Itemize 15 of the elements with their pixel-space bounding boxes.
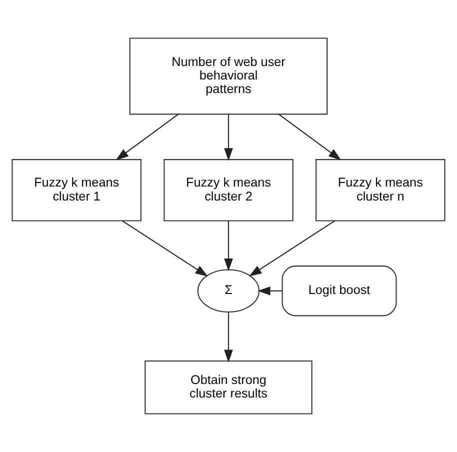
node-box: Fuzzy k means cluster 1 xyxy=(12,159,142,222)
node-box: Fuzzy k means cluster n xyxy=(316,159,446,222)
arrow xyxy=(249,220,336,276)
arrow xyxy=(224,220,233,272)
arrow xyxy=(224,312,233,362)
node-box: Fuzzy k means cluster 2 xyxy=(164,159,294,222)
arrow xyxy=(224,114,233,161)
arrow xyxy=(258,286,282,296)
node-box: Number of web user behavioral patterns xyxy=(129,38,328,115)
node-box: Obtain strong cluster results xyxy=(144,360,312,414)
arrow xyxy=(122,220,208,276)
arrow xyxy=(278,114,342,160)
node-ellipse: Σ xyxy=(197,269,260,312)
arrow xyxy=(116,114,179,160)
node-box: Logit boost xyxy=(282,266,397,316)
